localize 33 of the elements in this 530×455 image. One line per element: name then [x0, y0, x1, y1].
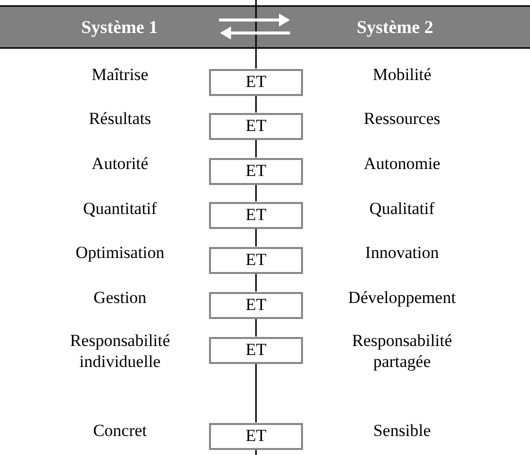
- term-label: Innovation: [364, 242, 440, 262]
- term-label: Qualitatif: [368, 198, 436, 218]
- term-label: Maîtrise: [90, 64, 150, 84]
- term-label: Ressources: [362, 108, 442, 128]
- conjunction-box: ET: [209, 158, 303, 184]
- connector-line: [255, 274, 257, 292]
- term-label: Résultats: [88, 108, 152, 128]
- connector-line: [255, 318, 257, 336]
- conjunction-box: ET: [209, 336, 303, 364]
- connector-line: [255, 184, 257, 202]
- conjunction-box: ET: [209, 422, 303, 450]
- conjunction-box: ET: [209, 292, 303, 318]
- system-heading: Système 1: [30, 8, 229, 46]
- conjunction-box: ET: [209, 202, 303, 228]
- term-label: Développement: [347, 286, 457, 308]
- term-label: Quantitatif: [82, 198, 158, 218]
- conjunction-box: ET: [209, 68, 303, 96]
- connector-line: [255, 364, 257, 422]
- connector-line: [255, 228, 257, 246]
- connector-line: [255, 140, 257, 158]
- connector-line: [255, 96, 257, 112]
- term-label: Sensible: [372, 420, 432, 440]
- term-label: Gestion: [92, 286, 148, 308]
- term-label: Autonomie: [362, 152, 442, 174]
- term-label: Responsabilité individuelle: [68, 330, 172, 372]
- term-label: Concret: [92, 420, 148, 440]
- term-label: Autorité: [90, 152, 150, 174]
- term-label: Responsabilité partagée: [350, 330, 454, 372]
- term-label: Optimisation: [74, 242, 166, 262]
- term-label: Mobilité: [372, 64, 432, 84]
- conjunction-box: ET: [209, 112, 303, 140]
- system-heading: Système 2: [280, 8, 510, 46]
- conjunction-box: ET: [209, 246, 303, 274]
